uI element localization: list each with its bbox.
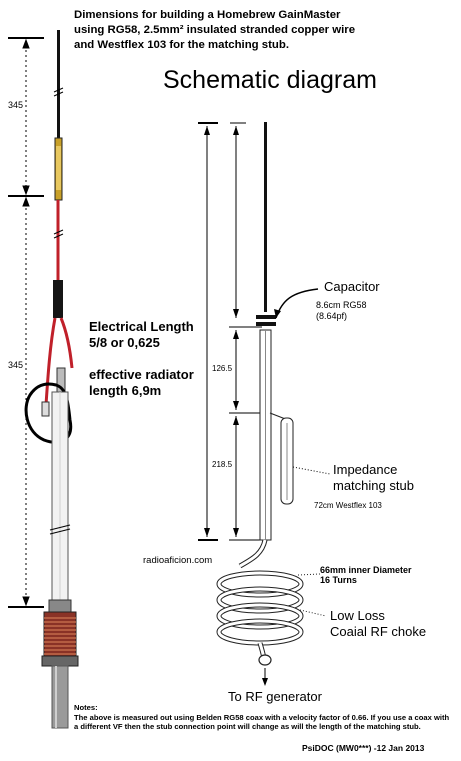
left-dimension-line [8,37,44,608]
impedance-stub-line-1: Impedance [333,462,398,477]
electrical-length-line-1: Electrical Length [89,319,194,334]
header-line-2: using RG58, 2.5mm² insulated stranded co… [74,24,356,36]
schematic-choke-coil [216,539,327,686]
capacitor-detail-1: 8.6cm RG58 [316,300,367,310]
header-line-3: and Westflex 103 for the matching stub. [74,39,289,51]
choke-line-1: Low Loss [330,608,385,623]
schematic-title: Schematic diagram [163,66,377,94]
capacitor-leader [274,288,319,319]
notes-title: Notes: [74,703,98,712]
coil-diameter: 66mm inner Diameter [320,565,412,575]
effective-radiator-line-2: length 6,9m [89,383,162,398]
left-dimension-lower: 345 [8,360,24,370]
schematic-radiator [256,122,331,541]
stub-detail: 72cm Westflex 103 [314,501,382,510]
capacitor-label: Capacitor [324,279,380,294]
header-line-1: Dimensions for building a Homebrew GainM… [74,9,341,21]
effective-radiator-line-1: effective radiator [89,367,194,382]
coil-turns: 16 Turns [320,575,357,585]
schematic-dimension-lines [198,122,270,541]
antenna-whip [24,30,79,729]
electrical-length-line-2: 5/8 or 0,625 [89,335,160,350]
schematic-dimension-upper: 126.5 [212,364,233,373]
website-label: radioaficion.com [143,555,213,566]
notes-block: Notes: The above is measured out using B… [74,703,454,732]
header-text: Dimensions for building a Homebrew GainM… [74,8,404,53]
schematic-dimension-lower: 218.5 [212,460,233,469]
notes-text: The above is measured out using Belden R… [74,712,450,732]
rf-generator-label: To RF generator [228,689,322,704]
left-dimension-upper: 345 [8,100,24,110]
credit-line: PsiDOC (MW0***) -12 Jan 2013 [302,743,425,753]
capacitor-detail-2: (8.64pf) [316,311,348,321]
impedance-stub-line-2: matching stub [333,478,414,493]
choke-line-2: Coaial RF choke [330,624,427,639]
